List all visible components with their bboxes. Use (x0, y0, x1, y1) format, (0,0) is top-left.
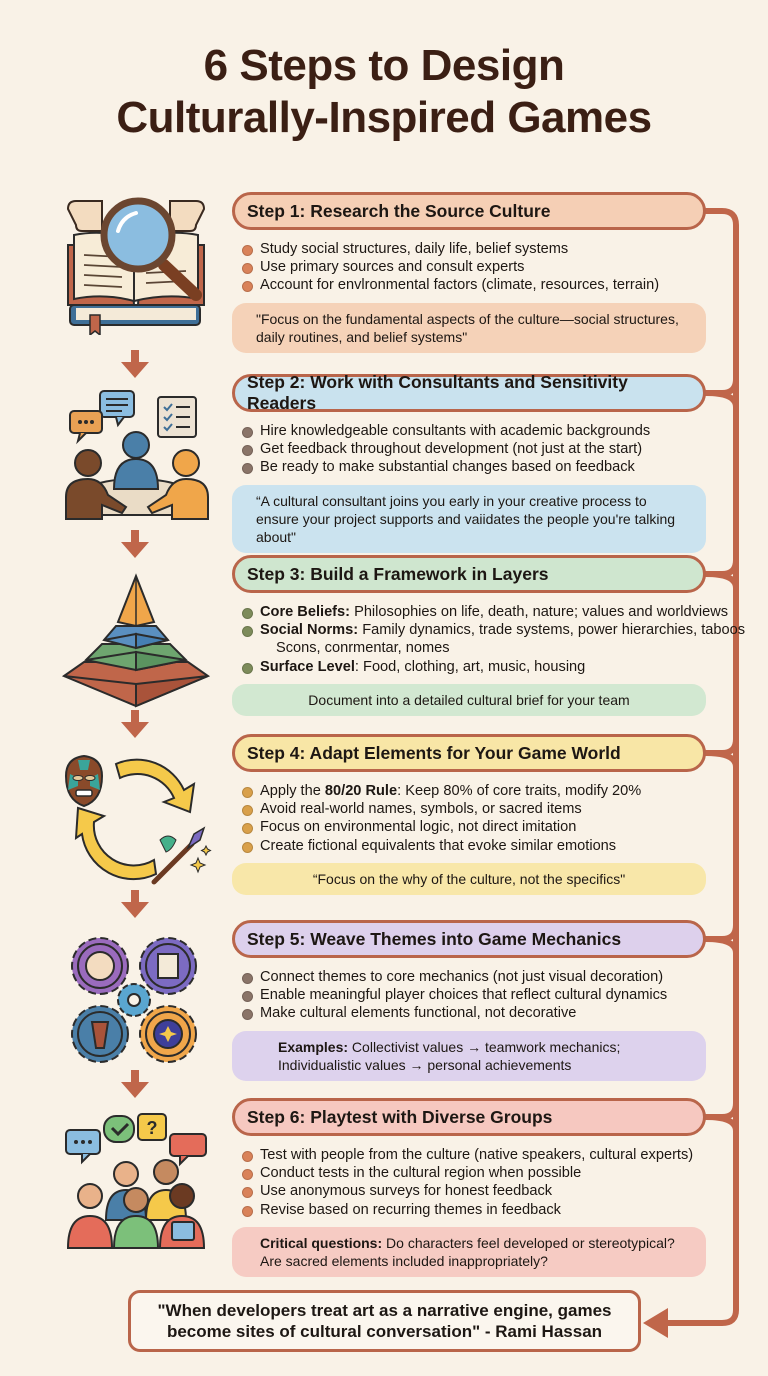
bullet-item: Account for envlronmental factors (clima… (242, 276, 706, 294)
team-meeting-icon (65, 390, 209, 520)
step-3: Step 3: Build a Framework in Layers Core… (232, 555, 745, 716)
bullet-item: Hire knowledgeable consultants with acad… (242, 422, 706, 440)
footer-quote: "When developers treat art as a narrativ… (128, 1290, 641, 1352)
layered-pyramid-icon (61, 573, 211, 708)
book-magnifier-icon (66, 197, 206, 335)
gears-icon (71, 937, 197, 1063)
down-arrow-icon (121, 1070, 149, 1098)
step-2-header: Step 2: Work with Consultants and Sensit… (232, 372, 706, 413)
bullet-item: Study social structures, daily life, bel… (242, 240, 706, 258)
bullet-item: Test with people from the culture (nativ… (242, 1146, 706, 1164)
step-1-note: "Focus on the fundamental aspects of the… (232, 302, 706, 353)
step-5-header: Step 5: Weave Themes into Game Mechanics (232, 920, 706, 958)
step-2: Step 2: Work with Consultants and Sensit… (232, 372, 706, 553)
step-5-bullets: Connect themes to core mechanics (not ju… (242, 968, 706, 1023)
bullet-item: Surface Level: Food, clothing, art, musi… (242, 658, 706, 676)
step-3-bullets: Core Beliefs: Philosophies on life, deat… (242, 603, 745, 676)
step-4: Step 4: Adapt Elements for Your Game Wor… (232, 734, 706, 895)
color-stripe (131, 1290, 638, 1293)
mask-cycle-brush-icon (64, 754, 212, 885)
down-arrow-icon (121, 890, 149, 918)
step-4-note: “Focus on the why of the culture, not th… (232, 862, 706, 895)
step-1-bullets: Study social structures, daily life, bel… (242, 240, 706, 295)
step-6: Step 6: Playtest with Diverse Groups Tes… (232, 1098, 706, 1277)
step-4-bullets: Apply the 80/20 Rule: Keep 80% of core t… (242, 782, 706, 855)
bullet-item: Enable meaningful player choices that re… (242, 986, 706, 1004)
connector-arrowhead (643, 1308, 668, 1338)
svg-text:?: ? (147, 1118, 158, 1138)
step-5: Step 5: Weave Themes into Game Mechanics… (232, 920, 706, 1081)
step-6-bullets: Test with people from the culture (nativ… (242, 1146, 706, 1219)
bullet-item: Conduct tests in the cultural region whe… (242, 1164, 706, 1182)
bullet-item: Make cultural elements functional, not d… (242, 1004, 706, 1022)
color-stripe (131, 1349, 638, 1352)
bullet-item: Core Beliefs: Philosophies on life, deat… (242, 603, 728, 621)
title-line-1: 6 Steps to Design (203, 41, 565, 90)
bullet-item: Be ready to make substantial changes bas… (242, 458, 706, 476)
bullet-item: Use anonymous surveys for honest feedbac… (242, 1182, 706, 1200)
bullet-item: Connect themes to core mechanics (not ju… (242, 968, 706, 986)
step-2-bullets: Hire knowledgeable consultants with acad… (242, 422, 706, 477)
bullet-item: Focus on environmental logic, not direct… (242, 818, 706, 836)
bullet-item: Avoid real-world names, symbols, or sacr… (242, 800, 706, 818)
page-title: 6 Steps to Design Culturally-Inspired Ga… (0, 40, 768, 144)
bullet-item: Apply the 80/20 Rule: Keep 80% of core t… (242, 782, 706, 800)
bullet-item: Revise based on recurring themes in feed… (242, 1201, 706, 1219)
step-1-header: Step 1: Research the Source Culture (232, 192, 706, 230)
step-2-note: “A cultural consultant joins you early i… (232, 484, 706, 553)
bullet-item: Use primary sources and consult experts (242, 258, 706, 276)
quote-text: "When developers treat art as a narrativ… (157, 1301, 612, 1341)
step-6-header: Step 6: Playtest with Diverse Groups (232, 1098, 706, 1136)
down-arrow-icon (121, 530, 149, 558)
step-6-note: Critical questions: Do characters feel d… (232, 1226, 706, 1277)
down-arrow-icon (121, 710, 149, 738)
title-line-2: Culturally-Inspired Games (116, 93, 652, 142)
step-3-note: Document into a detailed cultural brief … (232, 683, 706, 716)
bullet-item: Create fictional equivalents that evoke … (242, 837, 706, 855)
step-3-header: Step 3: Build a Framework in Layers (232, 555, 706, 593)
diverse-group-icon: ? (65, 1113, 207, 1249)
down-arrow-icon (121, 350, 149, 378)
bullet-subitem: Scons, conrmentar, nomes (276, 640, 450, 657)
bullet-item: Social Norms: Family dynamics, trade sys… (242, 621, 745, 639)
bullet-item: Get feedback throughout development (not… (242, 440, 706, 458)
step-5-note: Examples: Collectivist values → teamwork… (232, 1030, 706, 1081)
step-4-header: Step 4: Adapt Elements for Your Game Wor… (232, 734, 706, 772)
step-1: Step 1: Research the Source Culture Stud… (232, 192, 706, 353)
